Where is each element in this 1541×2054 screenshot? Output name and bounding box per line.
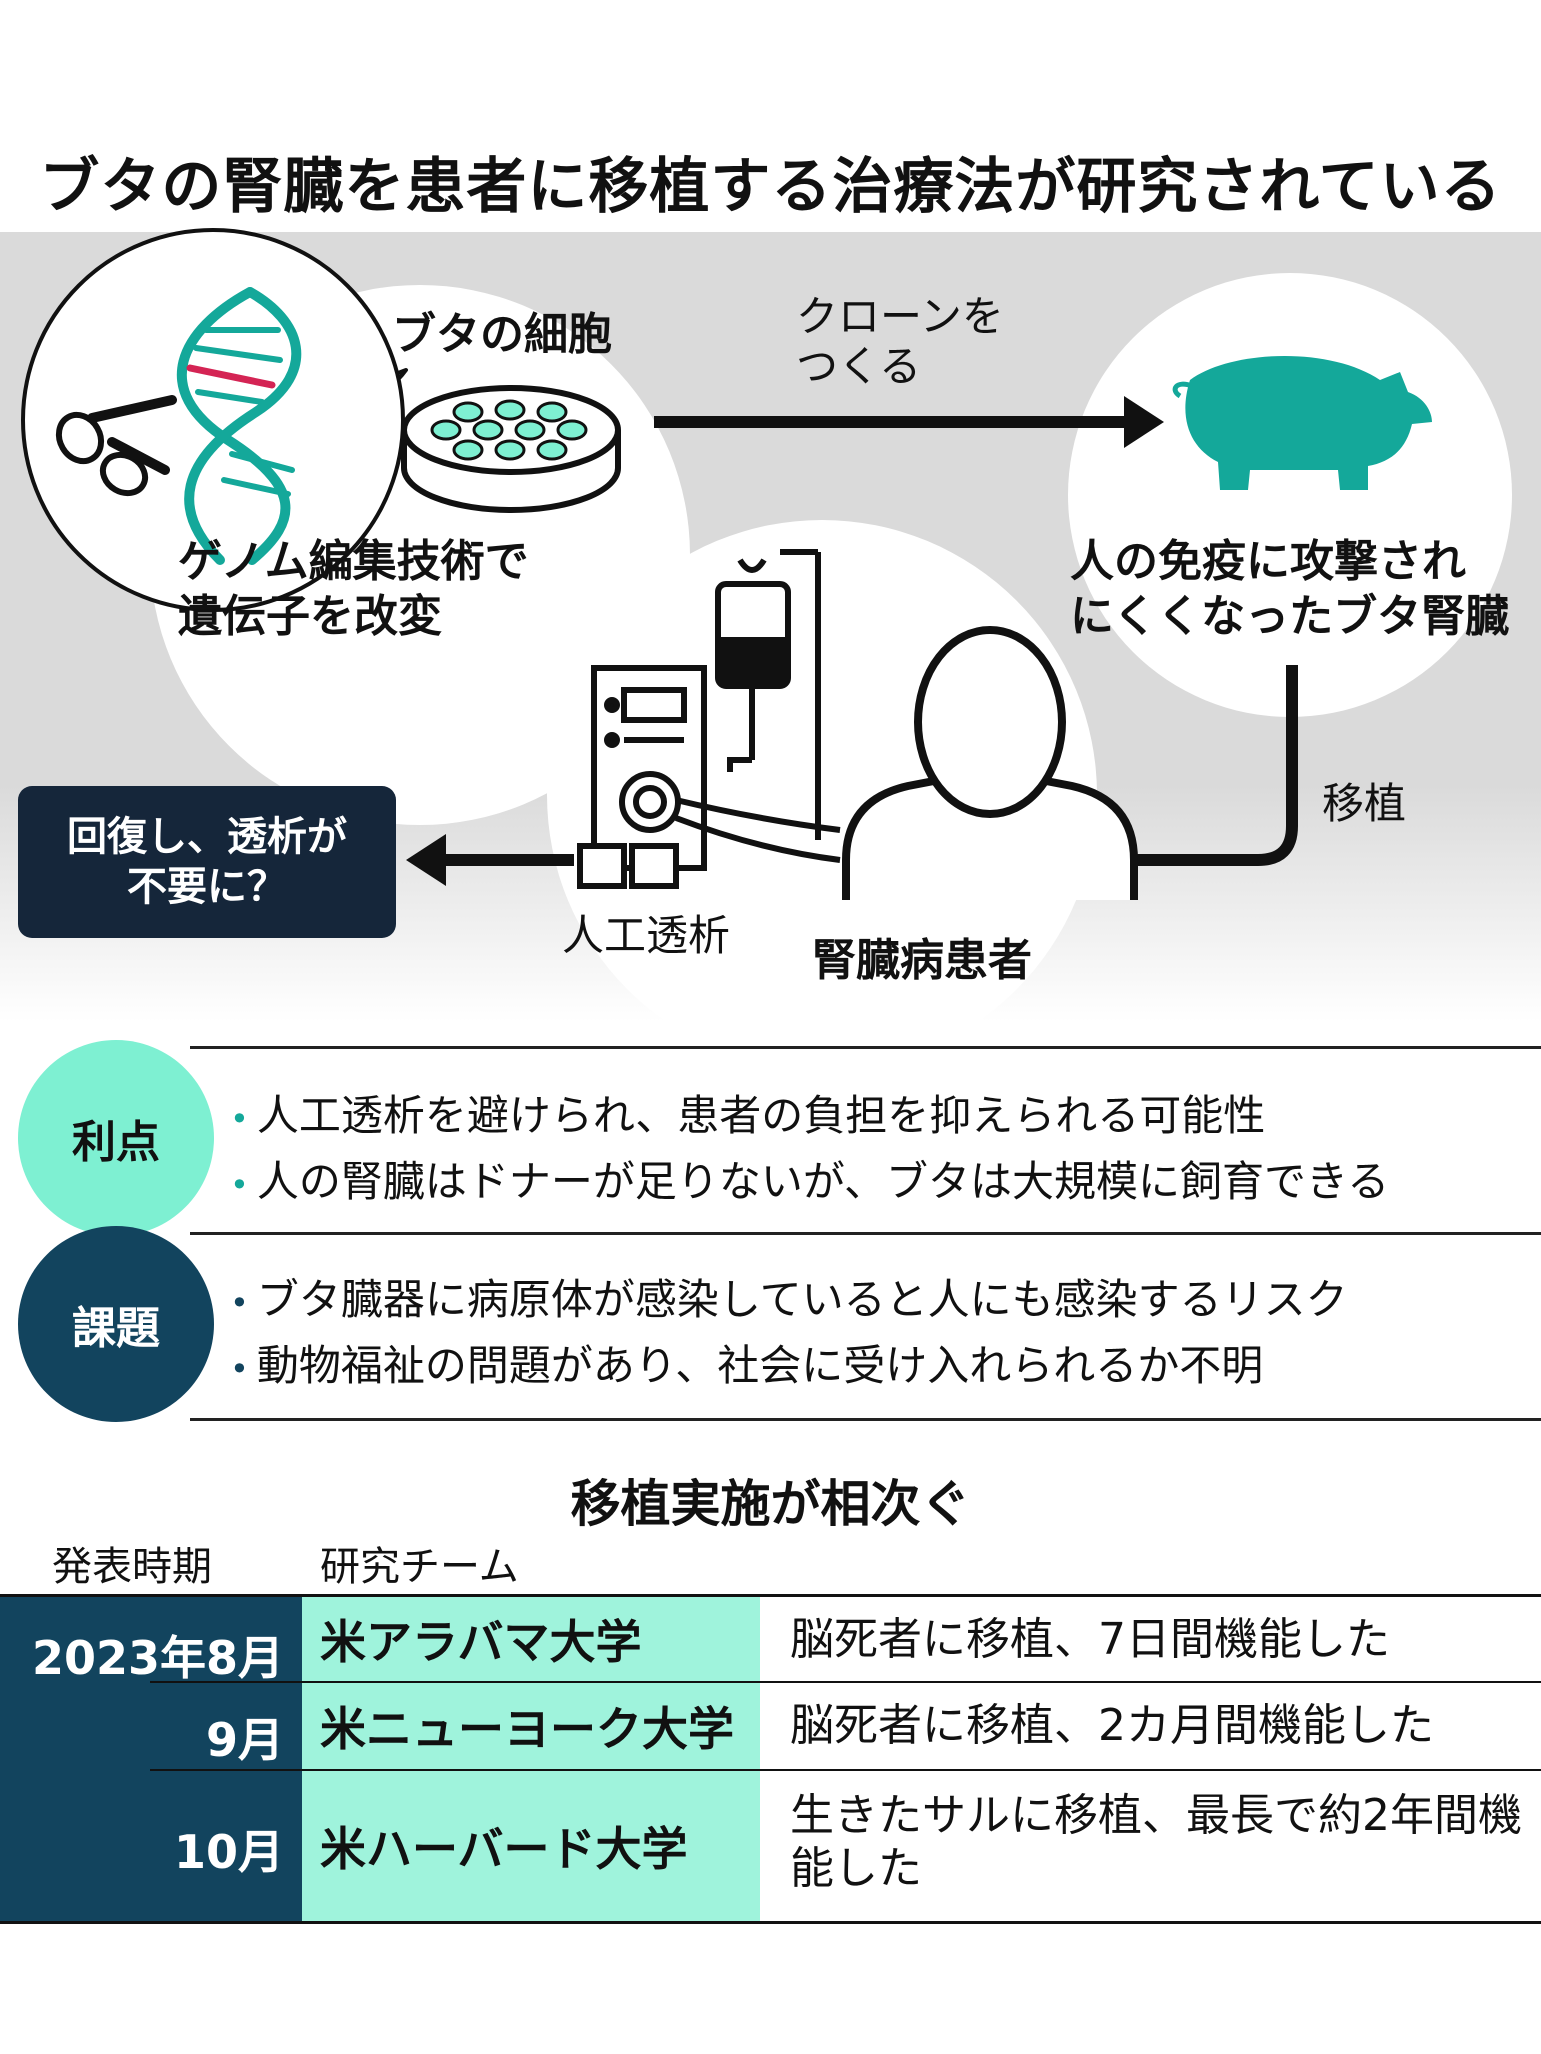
clone-label-line-1: クローンを [796, 292, 1004, 341]
issue-item: •動物福祉の問題があり、社会に受け入れられるか不明 [230, 1341, 1264, 1390]
column-header-team: 研究チーム [320, 1544, 519, 1590]
dialysis-machine-icon [577, 665, 841, 889]
process-diagram [21, 228, 1512, 900]
issue-item: •ブタ臓器に病原体が感染していると人にも感染するリスク [230, 1275, 1348, 1324]
kidney-bubble-bg [1068, 273, 1512, 717]
table-title: 移植実施が相次ぐ [570, 1475, 971, 1533]
table-row-team: 米ニューヨーク大学 [302, 1683, 760, 1769]
outcome-box: 回復し、透析が 不要に？ [18, 786, 396, 938]
page-title: ブタの腎臓を患者に移植する治療法が研究されている [39, 152, 1502, 222]
table-row-team: 米ハーバード大学 [302, 1771, 760, 1921]
table-row-date: 10月 [173, 1825, 284, 1879]
genome-label-line-2: 遺伝子を改変 [178, 591, 442, 642]
column-header-date: 発表時期 [52, 1544, 212, 1590]
genome-speech-bubble [21, 228, 408, 612]
table-top-rule [0, 1594, 1541, 1597]
issues-badge: 課題 [18, 1226, 214, 1422]
dialysis-label: 人工透析 [562, 911, 731, 960]
merit-item: •人の腎臓はドナーが足りないが、ブタは大規模に飼育できる [230, 1157, 1390, 1206]
kidney-label-line-2: にくくなったブタ腎臓 [1070, 591, 1510, 642]
patient-label: 腎臓病患者 [812, 935, 1032, 986]
merits-badge: 利点 [18, 1040, 214, 1236]
outcome-line-1: 回復し、透析が [67, 814, 347, 860]
genome-edit-label: ゲノム編集技術で 遺伝子を改変 [178, 534, 529, 644]
genome-label-line-1: ゲノム編集技術で [178, 536, 529, 587]
kidney-label-line-1: 人の免疫に攻撃され [1070, 536, 1466, 587]
issue-text-2: 動物福祉の問題があり、社会に受け入れられるか不明 [256, 1341, 1264, 1390]
table-row-date: 2023年8月 [31, 1631, 284, 1685]
clone-label-line-2: つくる [796, 342, 922, 392]
dna-icon [176, 287, 302, 565]
table-bottom-rule [0, 1921, 1541, 1924]
clone-label: クローンを つくる [796, 292, 1004, 393]
row-divider [150, 1681, 1541, 1683]
patient-icon [842, 626, 1138, 900]
transplant-label: 移植 [1322, 779, 1407, 828]
clone-arrow [654, 396, 1164, 448]
table-row-team: 米アラバマ大学 [302, 1597, 760, 1681]
divider-top [190, 1046, 1541, 1049]
merit-text-1: 人工透析を避けられ、患者の負担を抑えられる可能性 [256, 1091, 1266, 1140]
result-arrow [406, 834, 574, 886]
merit-item: •人工透析を避けられ、患者の負担を抑えられる可能性 [230, 1091, 1266, 1140]
divider-middle [190, 1232, 1541, 1235]
scissors-icon [55, 395, 177, 497]
date-column-bg [0, 1597, 302, 1921]
table-row-result: 脳死者に移植、7日間機能した [790, 1614, 1390, 1665]
table-row-result: 生きたサルに移植、最長で約2年間機能した [790, 1790, 1522, 1894]
divider-bottom [190, 1418, 1541, 1421]
merit-text-2: 人の腎臓はドナーが足りないが、ブタは大規模に飼育できる [256, 1157, 1390, 1206]
table-row-date: 9月 [205, 1713, 284, 1767]
table-row-result: 脳死者に移植、2カ月間機能した [790, 1700, 1434, 1751]
issue-text-1: ブタ臓器に病原体が感染していると人にも感染するリスク [256, 1275, 1348, 1324]
pig-icon [1172, 355, 1432, 490]
petri-dish-icon [401, 385, 621, 513]
modified-kidney-label: 人の免疫に攻撃され にくくなったブタ腎臓 [1070, 534, 1509, 644]
iv-bag-icon [715, 549, 821, 840]
row-divider [150, 1769, 1541, 1771]
outcome-line-2: 不要に？ [127, 864, 287, 910]
pig-cell-label: ブタの細胞 [392, 309, 612, 360]
